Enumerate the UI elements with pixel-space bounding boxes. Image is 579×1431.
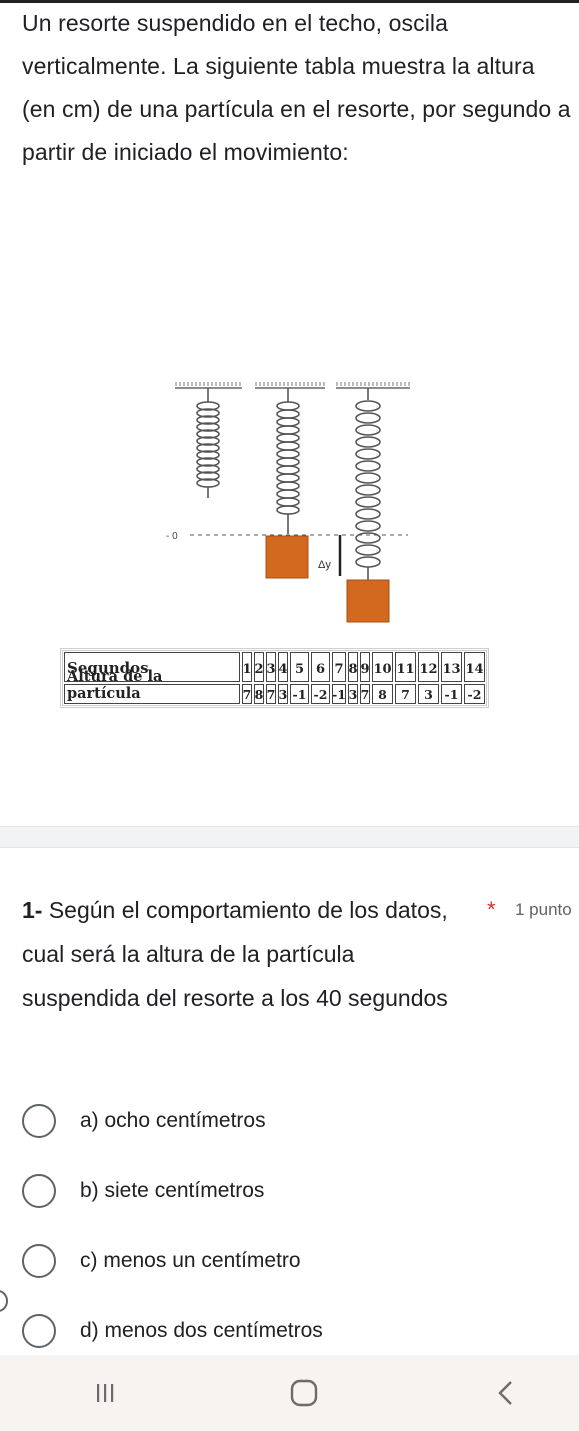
table-cell: 5: [290, 652, 309, 682]
table-cell: 7: [332, 652, 346, 682]
option-label: c) menos un centímetro: [80, 1249, 301, 1272]
radio-button[interactable]: [22, 1314, 56, 1348]
recents-button[interactable]: [75, 1373, 135, 1413]
option-a[interactable]: a) ocho centímetros: [22, 1099, 542, 1143]
partial-circle-icon: [0, 1290, 8, 1312]
table-cell: 3: [278, 684, 288, 704]
question-number: 1-: [22, 897, 43, 923]
table-cell: 6: [311, 652, 330, 682]
recents-icon: [97, 1384, 114, 1402]
question-title: 1- Según el comportamiento de los datos,…: [22, 888, 472, 1020]
required-asterisk: *: [487, 897, 496, 922]
table-cell: 9: [360, 652, 370, 682]
table-cell: 14: [464, 652, 485, 682]
spring-left: [196, 388, 220, 498]
option-d[interactable]: d) menos dos centímetros: [22, 1309, 542, 1353]
table-cell: 11: [395, 652, 416, 682]
intro-paragraph: Un resorte suspendido en el techo, oscil…: [22, 10, 571, 165]
mass-block-right: [346, 579, 390, 623]
back-icon: [498, 1381, 512, 1405]
table-cell: 12: [418, 652, 439, 682]
section-separator: [0, 826, 579, 848]
question-text: Según el comportamiento de los datos, cu…: [22, 897, 448, 1011]
table-row-seconds: Segundos 1 2 3 4 5 6 7 8 9 10 11 12 13 1…: [63, 651, 486, 683]
table-cell: -1: [290, 684, 309, 704]
zero-label: - 0: [166, 531, 178, 542]
table-cell: 8: [372, 684, 393, 704]
table-cell: 10: [372, 652, 393, 682]
table-cell: 3: [348, 684, 358, 704]
ceiling-middle: [255, 382, 325, 389]
home-button[interactable]: [274, 1373, 334, 1413]
table-cell: -2: [311, 684, 330, 704]
top-divider: [0, 0, 579, 3]
spring-middle: [276, 388, 300, 534]
option-b[interactable]: b) siete centímetros: [22, 1169, 542, 1213]
spring-right: [355, 388, 381, 580]
option-c[interactable]: c) menos un centímetro: [22, 1239, 542, 1283]
radio-button[interactable]: [22, 1104, 56, 1138]
table-cell: -2: [464, 684, 485, 704]
table-cell: 3: [266, 652, 276, 682]
ceiling-right: [336, 382, 410, 389]
table-header-height: Altura de la partícula: [64, 668, 240, 704]
table-row-height: Altura de la partícula 7 8 7 3 -1 -2 -1 …: [63, 668, 486, 705]
option-label: a) ocho centímetros: [80, 1109, 266, 1132]
table-cell: 7: [360, 684, 370, 704]
mass-block-middle: [265, 535, 309, 579]
points-label: 1 punto: [515, 900, 572, 919]
data-table: Segundos 1 2 3 4 5 6 7 8 9 10 11 12 13 1…: [60, 648, 489, 708]
radio-button[interactable]: [22, 1244, 56, 1278]
table-cell: -1: [332, 684, 346, 704]
table-cell: 8: [254, 684, 264, 704]
table-header-seconds: Segundos: [64, 652, 240, 682]
radio-button[interactable]: [22, 1174, 56, 1208]
system-navigation-bar: [0, 1355, 579, 1431]
table-cell: 4: [278, 652, 288, 682]
table-cell: 13: [441, 652, 462, 682]
table-cell: -1: [441, 684, 462, 704]
table-cell: 7: [266, 684, 276, 704]
table-cell: 7: [395, 684, 416, 704]
table-cell: 3: [418, 684, 439, 704]
back-button[interactable]: [476, 1373, 536, 1413]
table-cell: 1: [242, 652, 252, 682]
option-label: b) siete centímetros: [80, 1179, 265, 1202]
spring-diagram: - 0 Δy: [166, 382, 410, 623]
option-label: d) menos dos centímetros: [80, 1319, 323, 1342]
table-cell: 8: [348, 652, 358, 682]
delta-label: Δy: [318, 559, 331, 571]
home-icon: [290, 1379, 318, 1407]
table-cell: 2: [254, 652, 264, 682]
ceiling-left: [175, 382, 242, 389]
table-cell: 7: [242, 684, 252, 704]
